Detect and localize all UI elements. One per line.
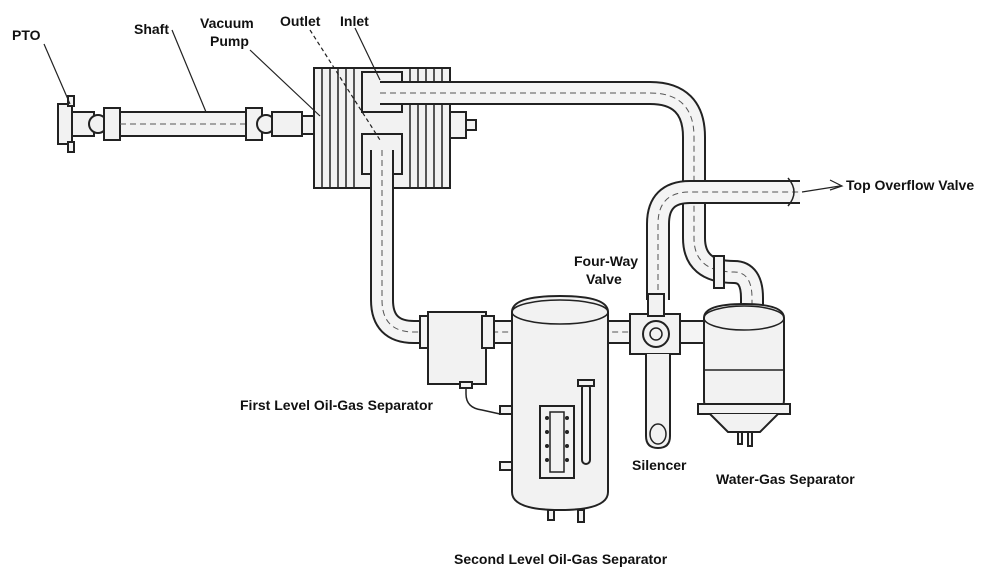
- vacuum-pump-label-line1: Vacuum: [200, 15, 254, 31]
- top-overflow-valve-label: Top Overflow Valve: [846, 177, 974, 193]
- shaft-label: Shaft: [134, 21, 169, 37]
- water-gas-separator-label: Water-Gas Separator: [716, 471, 855, 487]
- leader-lines: [43, 27, 844, 193]
- first-level-separator-label: First Level Oil-Gas Separator: [240, 397, 434, 413]
- vacuum-pump-label-line2: Pump: [210, 33, 249, 49]
- silencer-label: Silencer: [632, 457, 687, 473]
- first-level-separator: [419, 311, 501, 415]
- inlet-label: Inlet: [340, 13, 369, 29]
- overflow-pipe: [646, 177, 800, 300]
- outlet-label: Outlet: [280, 13, 321, 29]
- silencer: [645, 354, 671, 450]
- second-level-separator: [499, 294, 609, 523]
- water-gas-separator: [697, 302, 791, 447]
- four-way-valve: [629, 293, 681, 355]
- inlet-pipe: [380, 81, 764, 310]
- shaft: [119, 107, 303, 141]
- outlet-pipe: [370, 150, 630, 344]
- pto-label: PTO: [12, 27, 41, 43]
- pto-coupling: [57, 95, 121, 153]
- four-way-valve-label-line2: Valve: [586, 271, 622, 287]
- four-way-valve-label-line1: Four-Way: [574, 253, 638, 269]
- second-level-separator-label: Second Level Oil-Gas Separator: [454, 551, 668, 567]
